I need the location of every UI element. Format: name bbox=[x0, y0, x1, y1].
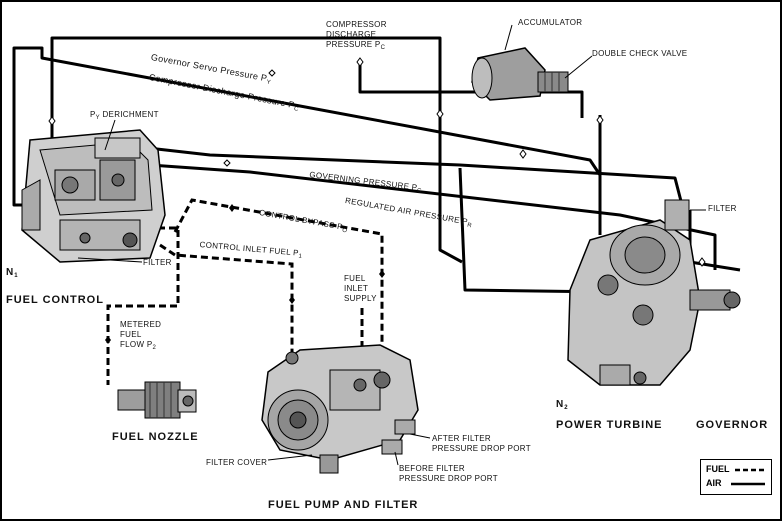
accumulator-part bbox=[471, 47, 569, 101]
legend-fuel-label: FUEL bbox=[706, 464, 730, 474]
py-derichment-label: PY DERICHMENT bbox=[90, 110, 159, 121]
before-filter-label: BEFORE FILTER PRESSURE DROP PORT bbox=[399, 464, 498, 483]
filter-governor-label: FILTER bbox=[708, 204, 737, 213]
fuel-control-unit bbox=[21, 119, 166, 263]
after-filter-label: AFTER FILTER PRESSURE DROP PORT bbox=[432, 434, 531, 453]
filter-fuel-control-label: FILTER bbox=[143, 258, 172, 267]
legend-swatches bbox=[731, 468, 765, 486]
fuel-pump-part bbox=[261, 344, 419, 474]
metered-fuel-flow-label: METERED FUEL FLOW P2 bbox=[120, 320, 162, 351]
line-markers bbox=[48, 57, 706, 267]
fuel-pump-title: FUEL PUMP AND FILTER bbox=[268, 499, 419, 511]
fuel-nozzle-title: FUEL NOZZLE bbox=[112, 431, 199, 443]
accumulator-label: ACCUMULATOR bbox=[518, 18, 583, 27]
fuel-line-markers bbox=[105, 204, 385, 344]
control-inlet-fuel-line bbox=[159, 243, 294, 352]
governor-title: GOVERNOR bbox=[696, 419, 769, 431]
legend-air-label: AIR bbox=[706, 478, 722, 488]
fuel-nozzle-part bbox=[117, 381, 197, 419]
governing-pressure-line bbox=[147, 146, 684, 206]
pump-leaders bbox=[267, 433, 431, 466]
power-turbine-title: POWER TURBINE bbox=[556, 419, 663, 431]
compressor-discharge-label: COMPRESSOR DISCHARGE PRESSURE PC bbox=[326, 20, 387, 51]
compressor-discharge-pressure-line bbox=[12, 46, 602, 207]
accumulator-leader bbox=[504, 24, 513, 51]
control-bypass-line bbox=[173, 198, 384, 372]
metered-fuel-flow-line bbox=[106, 226, 180, 385]
governor-servo-pressure-line bbox=[50, 36, 442, 160]
filter-leader-fc bbox=[77, 257, 143, 263]
regulated-air-pressure-line bbox=[149, 163, 717, 270]
check-valve-leader bbox=[564, 55, 593, 79]
n1-label: N1 bbox=[6, 267, 19, 280]
governor-part bbox=[567, 199, 741, 386]
fuel-inlet-supply-label: FUEL INLET SUPPLY bbox=[344, 274, 377, 303]
filter-cover-label: FILTER COVER bbox=[206, 458, 268, 467]
fuel-control-title: FUEL CONTROL bbox=[6, 294, 104, 306]
n2-label: N2 bbox=[556, 399, 569, 412]
legend-box: FUEL AIR bbox=[700, 459, 772, 495]
double-check-valve-label: DOUBLE CHECK VALVE bbox=[592, 49, 688, 58]
